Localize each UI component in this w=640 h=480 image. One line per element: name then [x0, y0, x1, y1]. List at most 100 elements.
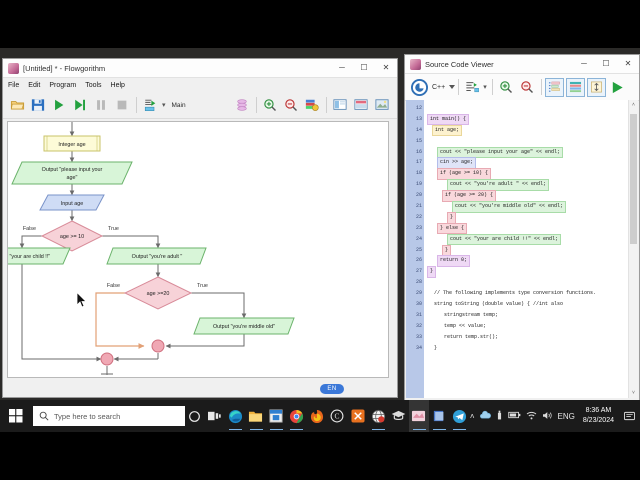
source-code-viewer-window[interactable]: Source Code Viewer ─ ☐ ✕ C++ ▾ — [404, 54, 640, 401]
code-line[interactable]: } else { — [427, 222, 638, 235]
language-indicator[interactable]: ENG — [557, 411, 575, 421]
code-line[interactable]: cout << "your are child !!" << endl; — [427, 233, 638, 246]
taskbar-app-globe[interactable] — [368, 400, 388, 432]
close-button[interactable]: ✕ — [624, 59, 632, 68]
code-line[interactable]: return 0; — [427, 255, 638, 268]
code-line[interactable]: // The following implements type convers… — [427, 288, 638, 299]
view-stacked-icon[interactable] — [351, 95, 371, 115]
code-line[interactable]: cout << "you're middle old" << endl; — [427, 201, 638, 213]
language-label[interactable]: C++ — [432, 83, 446, 91]
code-line[interactable]: return temp.str(); — [427, 332, 638, 343]
menu-file[interactable]: File — [8, 81, 20, 89]
flowgorithm-logo-icon[interactable] — [409, 77, 429, 97]
codeviewer-titlebar[interactable]: Source Code Viewer ─ ☐ ✕ — [405, 55, 639, 74]
usb-icon[interactable] — [496, 410, 503, 423]
chevron-down-icon[interactable]: ˅ — [632, 390, 635, 396]
volume-icon[interactable] — [542, 411, 553, 422]
taskbar-app-google-chrome[interactable] — [286, 400, 306, 432]
taskbar-app-telegram[interactable] — [449, 400, 469, 432]
flowgorithm-window[interactable]: [Untitled] * - Flowgorithm ─ ☐ ✕ File Ed… — [2, 58, 398, 398]
taskbar-app-book[interactable] — [429, 400, 449, 432]
taskbar-app-c[interactable]: C — [327, 400, 347, 432]
taskbar-app-education[interactable] — [388, 400, 408, 432]
step-icon[interactable] — [70, 95, 90, 115]
settings-dropdown-caret[interactable]: ▾ — [483, 84, 487, 91]
taskbar-app-mozilla-firefox[interactable] — [307, 400, 327, 432]
scrollbar-thumb[interactable] — [630, 114, 637, 244]
code-scrollbar[interactable]: ˄ ˅ — [628, 100, 638, 398]
code-line[interactable]: if (age >= 10) { — [427, 168, 638, 180]
taskbar[interactable]: Type here to search C — [0, 400, 640, 432]
menu-tools[interactable]: Tools — [85, 81, 102, 89]
chevron-down-icon[interactable] — [449, 85, 456, 89]
color-scheme-icon[interactable] — [302, 95, 322, 115]
code-line[interactable]: cout << "you're adult " << endl; — [427, 179, 638, 191]
menu-program[interactable]: Program — [49, 81, 77, 89]
maximize-button[interactable]: ☐ — [602, 59, 610, 68]
code-line[interactable]: } — [427, 343, 638, 354]
code-line[interactable]: int main() { — [427, 113, 638, 126]
code-line[interactable] — [427, 103, 638, 114]
windows-start-icon[interactable] — [0, 400, 33, 432]
desktop[interactable]: [Untitled] * - Flowgorithm ─ ☐ ✕ File Ed… — [0, 48, 640, 432]
code-line[interactable]: } — [427, 211, 638, 224]
notifications-icon[interactable] — [622, 409, 636, 423]
code-line[interactable]: } — [427, 244, 638, 257]
code-line[interactable]: } — [427, 266, 638, 278]
taskbar-app-flowgorithm[interactable] — [408, 400, 430, 432]
code-line[interactable]: temp << value; — [427, 321, 638, 332]
code-line[interactable] — [427, 277, 638, 288]
cortana-icon[interactable] — [185, 400, 205, 432]
taskbar-app-file-explorer[interactable] — [246, 400, 266, 432]
pause-icon[interactable] — [91, 95, 111, 115]
code-token: cout << "you're adult " << endl; — [447, 179, 550, 191]
variables-icon[interactable] — [232, 95, 252, 115]
chevron-up-icon[interactable]: ˄ — [632, 102, 635, 108]
taskbar-app-microsoft-store[interactable] — [266, 400, 286, 432]
taskbar-app-orange[interactable] — [348, 400, 368, 432]
code-line[interactable]: cout << "please input your age" << endl; — [427, 146, 638, 159]
battery-icon[interactable] — [507, 411, 521, 421]
line-number: 33 — [415, 333, 422, 340]
minimize-button[interactable]: ─ — [581, 59, 587, 68]
zoom-in-icon[interactable] — [496, 77, 516, 97]
search-input[interactable]: Type here to search — [32, 406, 185, 426]
taskbar-app-microsoft-edge[interactable] — [225, 400, 245, 432]
zoom-out-icon[interactable] — [517, 77, 537, 97]
minimize-button[interactable]: ─ — [339, 63, 345, 72]
close-button[interactable]: ✕ — [382, 63, 390, 72]
code-line[interactable]: if (age >= 20) { — [427, 190, 638, 202]
code-line[interactable]: stringstream temp; — [427, 310, 638, 321]
chevron-up-icon[interactable]: ˄ — [469, 411, 475, 421]
code-text[interactable]: int main() {int age; cout << "please inp… — [424, 100, 638, 398]
generate-dropdown-caret[interactable]: ▾ — [162, 102, 166, 109]
run-icon[interactable] — [608, 77, 628, 97]
menu-help[interactable]: Help — [110, 81, 125, 89]
generate-code-icon[interactable] — [140, 95, 160, 115]
code-line[interactable] — [427, 136, 638, 147]
code-settings-icon[interactable] — [462, 77, 482, 97]
fit-width-icon[interactable] — [586, 77, 606, 97]
folder-open-icon[interactable] — [7, 95, 27, 115]
zoom-out-icon[interactable] — [281, 95, 301, 115]
stop-icon[interactable] — [112, 95, 132, 115]
clock[interactable]: 8:36 AM 8/23/2024 — [580, 406, 617, 426]
view-image-icon[interactable] — [372, 95, 392, 115]
task-view-icon[interactable] — [205, 400, 225, 432]
wifi-icon[interactable] — [526, 411, 537, 422]
line-numbers-icon[interactable] — [544, 77, 564, 97]
view-split-icon[interactable] — [330, 95, 350, 115]
color-bands-icon[interactable] — [565, 77, 585, 97]
menu-edit[interactable]: Edit — [28, 81, 41, 89]
save-icon[interactable] — [28, 95, 48, 115]
code-line[interactable]: cin >> age; — [427, 157, 638, 170]
flowchart-canvas[interactable]: Integer age Output "please input your ag… — [7, 121, 389, 378]
maximize-button[interactable]: ☐ — [360, 63, 368, 72]
zoom-in-icon[interactable] — [260, 95, 280, 115]
onedrive-icon[interactable] — [479, 410, 491, 422]
code-line[interactable]: string toString (double value) { //int a… — [427, 299, 638, 310]
flowgorithm-titlebar[interactable]: [Untitled] * - Flowgorithm ─ ☐ ✕ — [3, 59, 397, 78]
run-icon[interactable] — [49, 95, 69, 115]
code-line[interactable]: int age; — [427, 124, 638, 137]
